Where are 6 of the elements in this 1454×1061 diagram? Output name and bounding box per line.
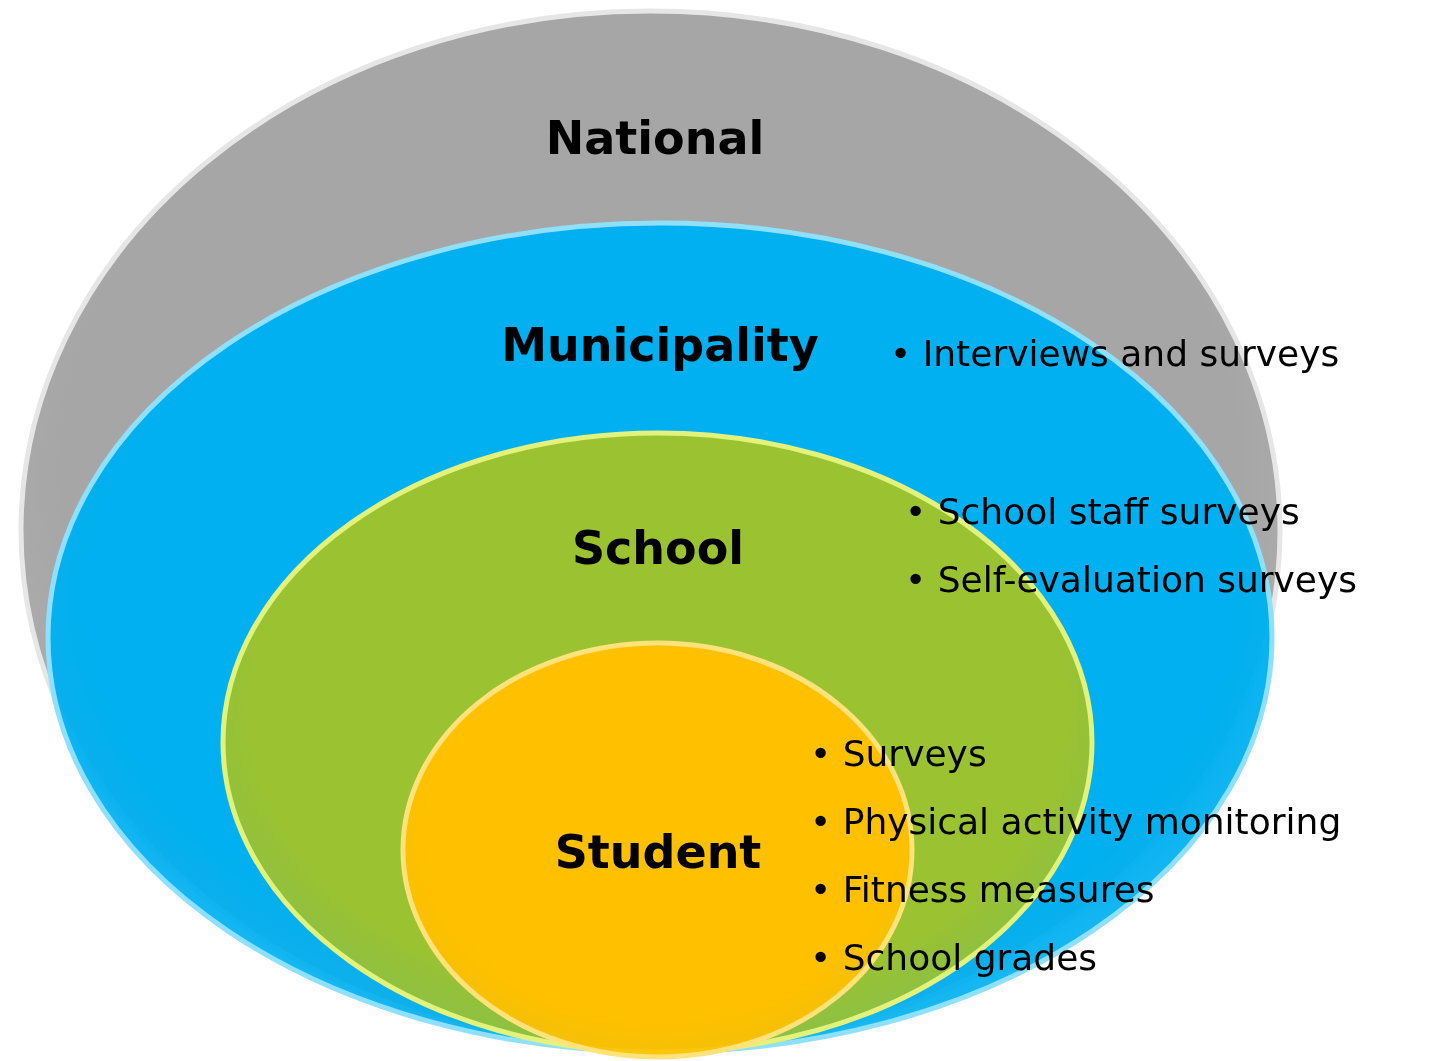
bullet-item: • Interviews and surveys [890, 332, 1340, 376]
level-title: Municipality [501, 318, 819, 372]
level-title: National [545, 111, 765, 165]
level-title: Student [554, 825, 762, 879]
level-title: School [571, 521, 745, 575]
bullet-item: • Surveys [810, 732, 988, 776]
